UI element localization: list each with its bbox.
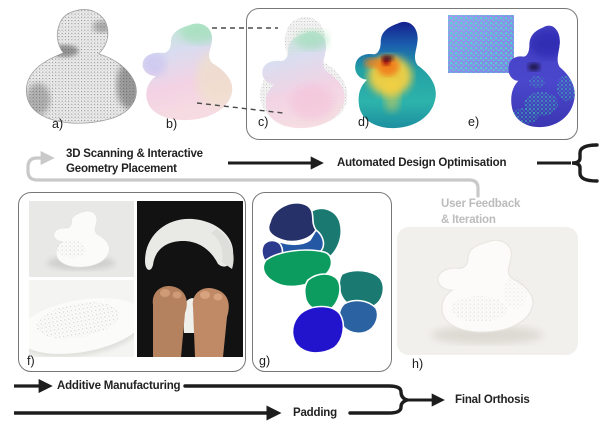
- pattern-piece-royal-blue: [291, 305, 345, 354]
- pattern-piece-green-2: [303, 273, 341, 312]
- line-additive-to-merge: [183, 384, 409, 402]
- panel-label-g: g): [259, 354, 271, 368]
- pattern-pieces-image: [261, 202, 385, 354]
- panel-label-e: e): [468, 115, 480, 129]
- fitted-mesh-image: [142, 23, 233, 121]
- user-feedback-label: User Feedback & Iteration: [441, 198, 521, 226]
- panel-label-a: a): [52, 117, 64, 131]
- pattern-piece-navy: [267, 202, 317, 243]
- hands-flexing-orthosis-photo: [137, 201, 243, 357]
- step-3d-scanning-label: 3D Scanning & Interactive Geometry Place…: [66, 148, 203, 175]
- line-padding-to-merge: [348, 398, 409, 415]
- heatmap-mesh-image: [355, 21, 436, 129]
- final-orthosis-photo: [397, 227, 578, 355]
- scan-point-cloud-image: [25, 9, 137, 124]
- panel-label-b: b): [166, 117, 178, 131]
- step-design-optimisation-label: Automated Design Optimisation: [337, 157, 507, 169]
- optimised-mesh-image: [448, 15, 575, 128]
- panel-label-h: h): [412, 357, 424, 371]
- mesh-on-scan-image: [260, 16, 348, 129]
- step-final-orthosis-label: Final Orthosis: [455, 394, 530, 406]
- panel-label-c: c): [258, 115, 269, 129]
- lattice-texture-photo: [29, 280, 134, 357]
- step-padding-label: Padding: [293, 407, 337, 419]
- texture-inset-image: [448, 15, 514, 73]
- panel-label-d: d): [358, 115, 370, 129]
- pattern-piece-steel-blue: [338, 299, 379, 335]
- printed-orthosis-photo: [29, 201, 134, 277]
- panel-label-f: f): [27, 354, 35, 368]
- step-additive-manufacturing-label: Additive Manufacturing: [57, 380, 181, 392]
- split-brace-right: [571, 143, 599, 183]
